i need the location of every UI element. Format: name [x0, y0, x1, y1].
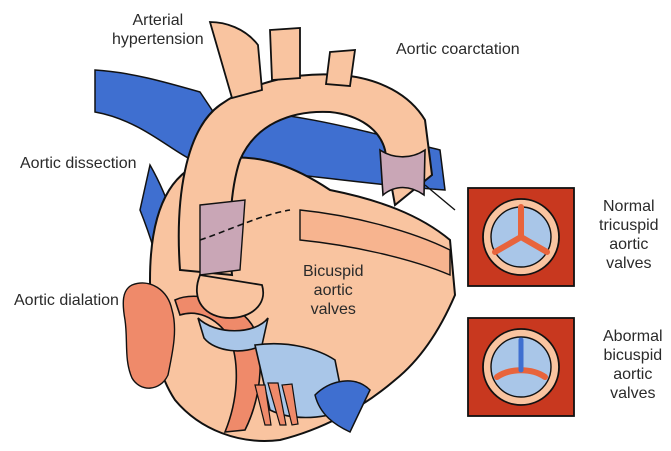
dissection-segment: [200, 200, 245, 275]
label-abnormal-bicuspid: Abormal bicuspid aortic valves: [603, 327, 663, 403]
tricuspid-valve-icon: [468, 188, 574, 286]
label-bicuspid-aortic-valves: Bicuspid aortic valves: [303, 262, 363, 319]
aortic-branch-3: [326, 50, 355, 86]
coarctation-segment: [380, 150, 425, 195]
bicuspid-valve-icon: [468, 318, 574, 416]
aortic-branch-1: [210, 22, 262, 98]
label-aortic-dialation: Aortic dialation: [14, 291, 119, 310]
label-normal-tricuspid: Normal tricuspid aortic valves: [599, 197, 659, 273]
aortic-dilation-blob: [123, 283, 174, 388]
label-arterial-hypertension: Arterial hypertension: [112, 11, 204, 49]
aortic-branch-2: [270, 28, 300, 80]
label-aortic-dissection: Aortic dissection: [20, 154, 137, 173]
label-aortic-coarctation: Aortic coarctation: [396, 40, 520, 59]
